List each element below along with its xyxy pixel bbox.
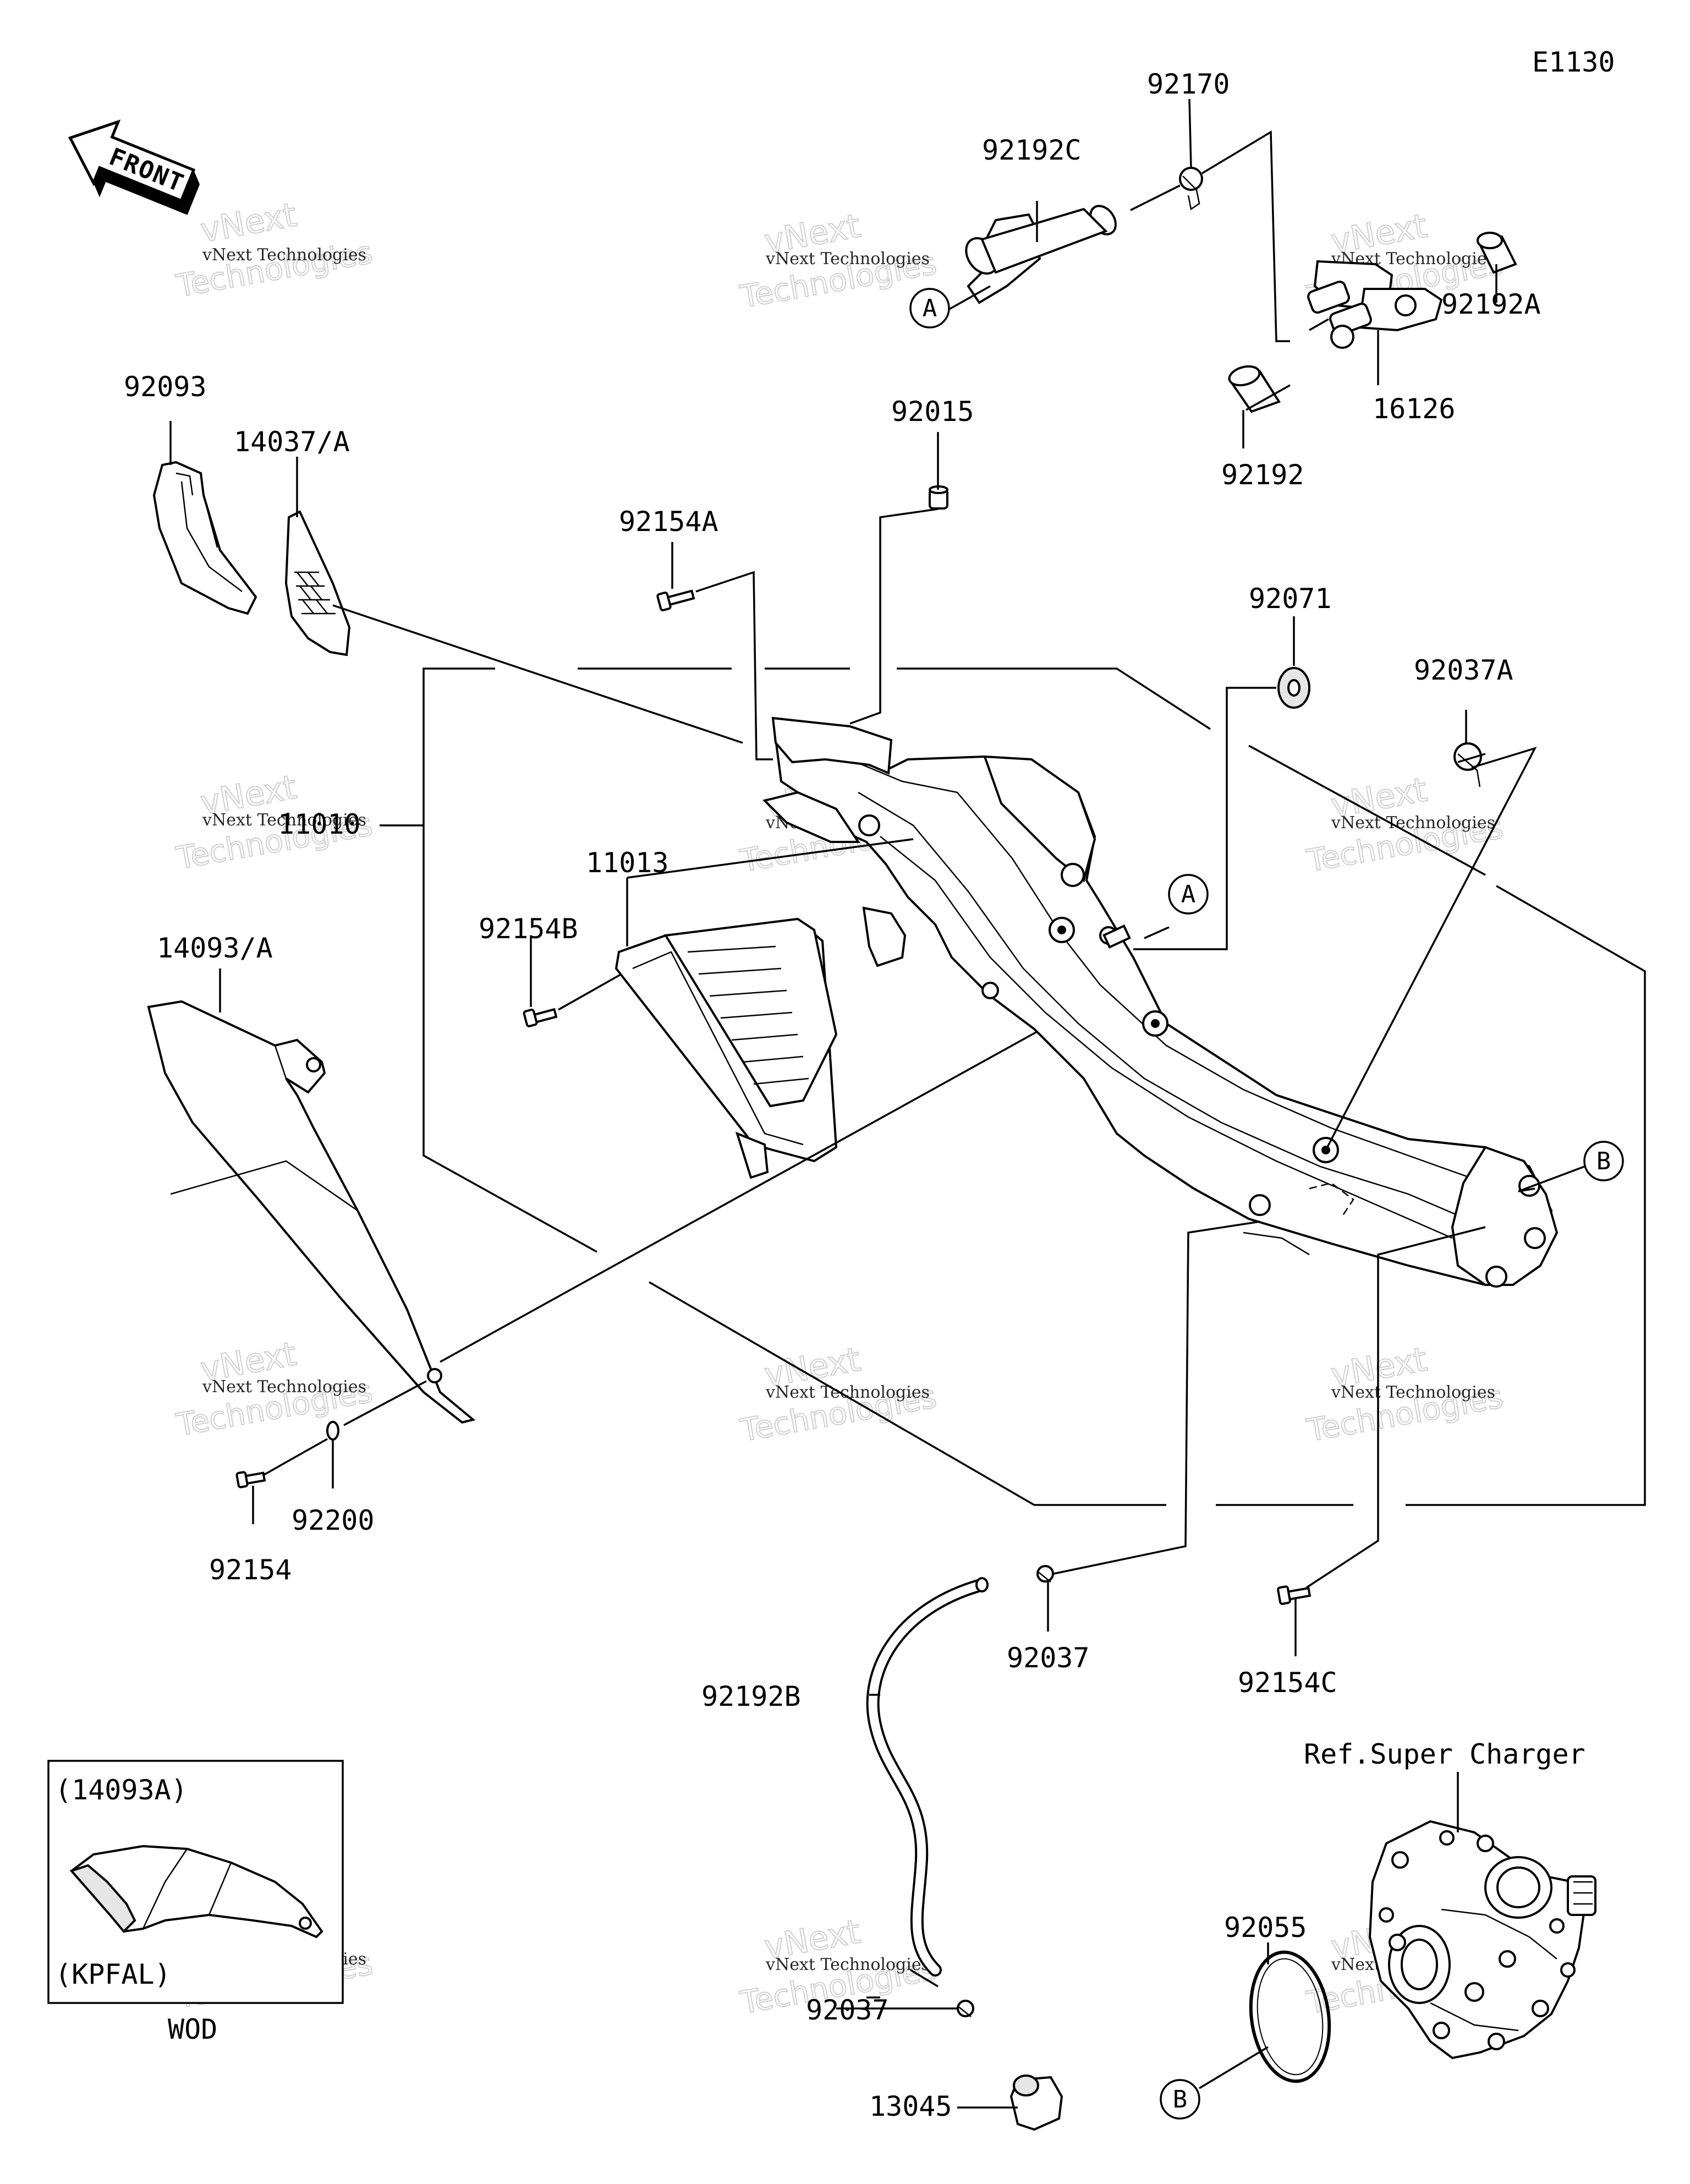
svg-text:vNext Technologies: vNext Technologies bbox=[765, 249, 930, 269]
plug-13045 bbox=[1009, 2074, 1063, 2131]
bolt-92154A bbox=[656, 589, 695, 611]
clip-92037-lower bbox=[957, 2000, 974, 2017]
svg-text:B: B bbox=[1173, 2086, 1188, 2114]
svg-text:vNext Technologies: vNext Technologies bbox=[765, 1383, 930, 1402]
label-16126: 16126 bbox=[1373, 393, 1456, 425]
hose-92192 bbox=[1227, 365, 1281, 413]
bolt-92154 bbox=[235, 1471, 266, 1488]
label-92071: 92071 bbox=[1249, 583, 1332, 615]
svg-text:vNext Technologies: vNext Technologies bbox=[1331, 1383, 1495, 1402]
label-14037A: 14037/A bbox=[234, 426, 350, 458]
drain-hose-92192B bbox=[866, 1577, 989, 1977]
bolt-92154C bbox=[1277, 1585, 1312, 1605]
svg-text:vNext Technologies: vNext Technologies bbox=[765, 1955, 930, 1974]
grommet-92071 bbox=[1277, 667, 1310, 709]
clip-92170 bbox=[1179, 167, 1203, 211]
valve-16126 bbox=[1307, 260, 1443, 349]
label-92015: 92015 bbox=[891, 396, 974, 428]
label-92037: 92037 bbox=[1007, 1642, 1090, 1674]
washer-92200 bbox=[326, 1421, 339, 1441]
svg-text:vNext Technologies: vNext Technologies bbox=[202, 811, 366, 830]
leader-lines bbox=[169, 98, 1585, 2109]
label-14093A: 14093/A bbox=[157, 932, 273, 964]
callout-a-top: A bbox=[909, 288, 950, 329]
label-92037A: 92037A bbox=[1414, 654, 1513, 686]
air-filter bbox=[614, 917, 838, 1179]
inset-caption: WOD bbox=[168, 2013, 217, 2045]
label-13045: 13045 bbox=[869, 2090, 952, 2122]
label-92192: 92192 bbox=[1221, 459, 1304, 491]
label-92192A: 92192A bbox=[1441, 288, 1541, 320]
assembly-outline bbox=[422, 667, 1646, 1506]
reference-label: Ref.Super Charger bbox=[1304, 1738, 1585, 1770]
bolt-92154B bbox=[523, 1008, 558, 1027]
watermark: vNext Technologies bbox=[173, 195, 376, 305]
label-92154A: 92154A bbox=[619, 506, 718, 538]
label-92154: 92154 bbox=[209, 1554, 292, 1586]
label-92170: 92170 bbox=[1147, 68, 1230, 100]
svg-text:vNext Technologies: vNext Technologies bbox=[202, 245, 366, 265]
front-arrow-icon: FRONT bbox=[68, 119, 200, 215]
hose-92192A bbox=[1477, 232, 1517, 274]
o-ring-92055 bbox=[1249, 1950, 1331, 2083]
svg-text:A: A bbox=[923, 294, 937, 322]
callout-b-mid: B bbox=[1583, 1141, 1624, 1181]
clip-92037A bbox=[1453, 742, 1482, 787]
inset-cover-part bbox=[69, 1844, 323, 1939]
svg-text:A: A bbox=[1181, 880, 1196, 908]
label-11013: 11013 bbox=[586, 847, 669, 879]
label-92055: 92055 bbox=[1224, 1912, 1307, 1944]
part-labels: 92170 92192C 92192A 16126 92192 92093 14… bbox=[124, 68, 1585, 2122]
hose-92192C bbox=[965, 205, 1117, 304]
inset-bottom-label: (KPFAL) bbox=[55, 1958, 171, 1990]
clip-92037 bbox=[1036, 1565, 1054, 1583]
inset-box: (14093A) (KPFAL) WOD bbox=[47, 1760, 344, 2045]
label-92037-lower: 92037 bbox=[806, 1994, 889, 2026]
svg-text:vNext: vNext bbox=[197, 195, 299, 250]
svg-text:vNext Technologies: vNext Technologies bbox=[1331, 813, 1495, 833]
mesh-panel-14037 bbox=[284, 510, 351, 656]
side-cover bbox=[147, 1000, 476, 1424]
label-92154B: 92154B bbox=[479, 913, 578, 945]
callout-a-mid: A bbox=[1168, 874, 1209, 915]
bracket-92093 bbox=[152, 461, 257, 615]
label-92154C: 92154C bbox=[1238, 1667, 1337, 1699]
svg-text:B: B bbox=[1596, 1147, 1611, 1175]
label-11010: 11010 bbox=[278, 808, 361, 840]
label-92192C: 92192C bbox=[982, 134, 1082, 166]
intake-duct-assembly bbox=[762, 716, 1559, 1288]
label-92200: 92200 bbox=[292, 1504, 375, 1536]
diagram-id: E1130 bbox=[1532, 46, 1615, 78]
label-92192B: 92192B bbox=[701, 1681, 801, 1712]
supercharger bbox=[1368, 1820, 1596, 2060]
svg-text:vNext Technologies: vNext Technologies bbox=[202, 1377, 366, 1397]
callout-b-bottom: B bbox=[1160, 2079, 1200, 2120]
inset-top-label: (14093A) bbox=[55, 1774, 188, 1806]
label-92093: 92093 bbox=[124, 371, 207, 403]
